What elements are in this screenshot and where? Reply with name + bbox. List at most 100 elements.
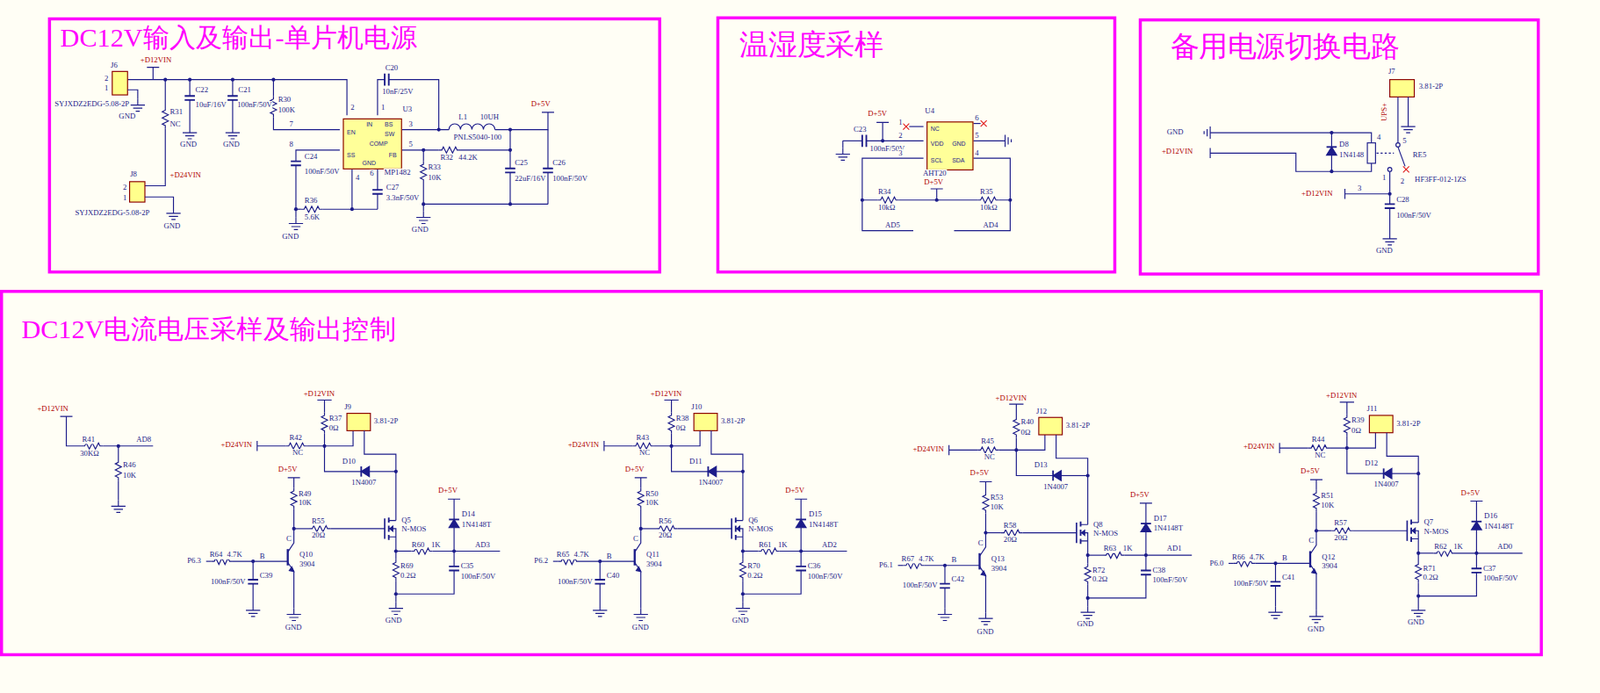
schematic-label: 2 (350, 104, 356, 113)
schematic-label: R41 (81, 435, 96, 444)
schematic-label: 0Ω (328, 424, 339, 433)
wire-use (898, 403, 1193, 625)
pin-name: GND (362, 159, 377, 166)
schematic-label: 1N4148 (1339, 151, 1365, 159)
schematic-label: R72 (1091, 566, 1106, 575)
wire-path (189, 79, 191, 97)
schematic-label: C21 (237, 86, 253, 94)
schematic-label: NC (1314, 451, 1327, 460)
schematic-label: P6.1 (878, 561, 894, 570)
schematic-label: GND (410, 225, 429, 234)
schematic-label: +D12VIN (1160, 147, 1194, 156)
schematic-label: +D24VIN (912, 445, 945, 454)
wire-circle (880, 138, 885, 143)
schematic-label: 4.7K (573, 550, 590, 559)
wire-path (1210, 147, 1372, 172)
wire-path (862, 200, 1010, 231)
wire-path (1397, 96, 1399, 143)
wire-path (547, 172, 548, 204)
schematic-label: D14 (461, 510, 476, 519)
schematic-label: 100nF/50V (460, 572, 497, 581)
wire-use (290, 161, 302, 166)
pin-name: SCL (930, 157, 944, 164)
schematic-label: GND (163, 222, 181, 231)
schematic-label: N-MOS (401, 525, 427, 534)
schematic-label: 100nF/50V (209, 577, 246, 586)
schematic-label: C36 (807, 562, 822, 570)
schematic-label: 3904 (1321, 562, 1339, 570)
pin-name: BS (384, 121, 393, 128)
schematic-label: 100nF/50V (1396, 211, 1433, 220)
schematic-label: 4.7K (1248, 553, 1265, 562)
wire-path (866, 140, 924, 142)
schematic-label: B (259, 552, 266, 561)
schematic-label: R35 (980, 187, 995, 196)
wire-circle (860, 198, 865, 202)
ic-chip: ENSSINGNDBSSWFBCOMP (342, 118, 402, 170)
schematic-label: 10kΩ (877, 203, 896, 212)
schematic-label: J8 (129, 170, 138, 179)
schematic-label: C26 (552, 158, 567, 167)
wire-use (1228, 402, 1523, 623)
schematic-label: AHT20 (922, 169, 947, 178)
schematic-label: R64 (209, 550, 224, 559)
schematic-label: R69 (400, 562, 415, 570)
schematic-label: RE5 (1412, 151, 1428, 159)
schematic-label: R31 (169, 108, 184, 116)
schematic-label: GND (976, 627, 995, 636)
schematic-label: HF3FF-012-1ZS (1414, 175, 1468, 184)
section-title: 备用电源切换电路 (1170, 31, 1399, 64)
wire-path (1407, 96, 1409, 121)
wire-path (376, 194, 378, 210)
schematic-label: R38 (675, 414, 690, 423)
schematic-label: R53 (989, 493, 1004, 502)
wire-use (836, 147, 851, 160)
schematic-label: C37 (1482, 564, 1497, 573)
schematic-label: R40 (1020, 418, 1035, 426)
schematic-label: 44.2K (458, 153, 479, 162)
wire-path (231, 79, 233, 97)
wire-path (1331, 155, 1333, 173)
schematic-label: 1 (898, 118, 904, 127)
schematic-label: R61 (757, 540, 772, 549)
schematic-label: GND (281, 232, 300, 241)
schematic-label: 100nF/50V (807, 572, 844, 581)
schematic-label: 3.81-2P (1396, 419, 1422, 428)
schematic-label: 10K (989, 503, 1004, 512)
schematic-label: 10uF/16V (194, 100, 228, 109)
schematic-label: C28 (1396, 195, 1411, 204)
schematic-label: Q5 (401, 516, 412, 525)
wire-path (980, 120, 988, 127)
schematic-label: 3.81-2P (1065, 421, 1091, 430)
schematic-label: 5 (974, 131, 981, 140)
wire-use (162, 107, 169, 129)
wire-circle (230, 78, 235, 82)
schematic-label: 1K (1122, 545, 1133, 554)
schematic-label: D13 (1033, 461, 1048, 469)
schematic-label: AD2 (821, 540, 837, 549)
schematic-label: C (1308, 536, 1315, 545)
schematic-label: 1K (1453, 542, 1464, 551)
schematic-label: C35 (460, 562, 475, 570)
schematic-label: 4 (974, 149, 981, 158)
schematic-label: D+5V (437, 486, 458, 495)
schematic-label: D17 (1153, 514, 1168, 523)
wire-path (448, 123, 495, 130)
schematic-label: R62 (1434, 542, 1449, 551)
schematic-label: R58 (1002, 521, 1017, 530)
schematic-label: 4 (1376, 133, 1383, 142)
schematic-label: 10K (1320, 501, 1335, 510)
schematic-label: 20Ω (1333, 533, 1348, 542)
wire-path (423, 203, 548, 205)
schematic-label: 1K (430, 540, 441, 549)
wire-path (1203, 126, 1211, 139)
wire-use (1400, 120, 1415, 133)
schematic-label: D+5V (1299, 467, 1320, 476)
section-title: 温湿度采样 (739, 29, 883, 62)
schematic-label: Q10 (298, 550, 313, 559)
schematic-label: N-MOS (1423, 527, 1449, 536)
schematic-label: 2 (1399, 177, 1406, 186)
schematic-label: 20Ω (1002, 535, 1017, 544)
wire-use (372, 189, 383, 195)
wire-circle (271, 78, 275, 82)
